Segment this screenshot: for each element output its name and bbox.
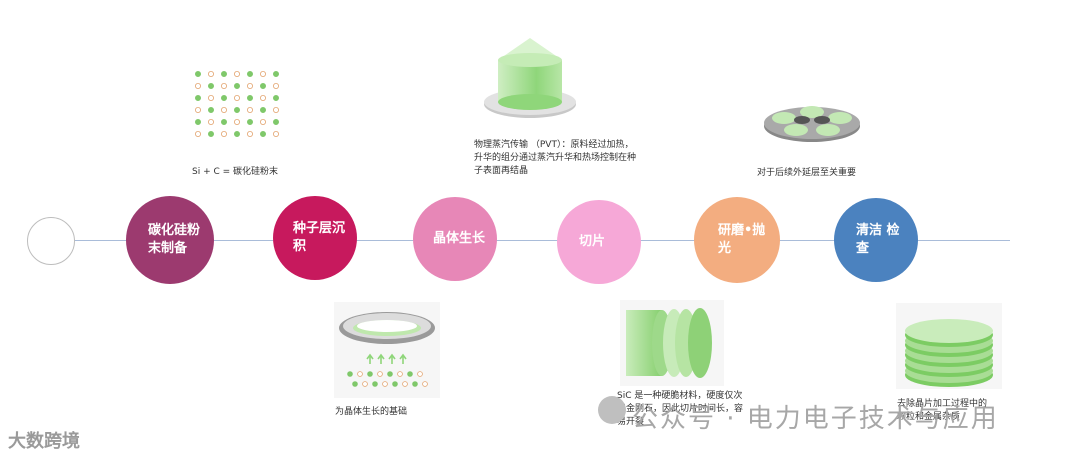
seed-layer-illustration bbox=[334, 302, 440, 398]
powder-dot bbox=[260, 119, 267, 126]
step-grinding-polishing: 研磨•抛光 bbox=[694, 197, 780, 283]
caption-powder: Si + C = 碳化硅粉末 bbox=[192, 167, 279, 177]
step-label: 碳化硅粉末制备 bbox=[148, 223, 201, 256]
growth-arrow-icon bbox=[377, 353, 385, 364]
seed-dot bbox=[387, 371, 393, 377]
step-seed-layer-deposition: 种子层沉积 bbox=[273, 196, 357, 280]
crystal-growth-illustration bbox=[484, 38, 576, 118]
powder-dot bbox=[247, 107, 254, 114]
powder-dot bbox=[260, 82, 267, 89]
seed-dot bbox=[397, 371, 403, 377]
step-label: 研磨•抛光 bbox=[718, 223, 766, 256]
powder-dot bbox=[195, 119, 201, 126]
seed-dot bbox=[372, 381, 378, 387]
seed-dot bbox=[412, 381, 418, 387]
powder-dot bbox=[247, 131, 254, 138]
powder-dot bbox=[247, 119, 254, 126]
powder-dot bbox=[273, 71, 280, 77]
seed-dot bbox=[352, 381, 358, 387]
powder-dot bbox=[207, 94, 214, 101]
powder-dot bbox=[273, 107, 280, 114]
powder-dot bbox=[234, 131, 241, 138]
seed-dot bbox=[392, 381, 398, 387]
powder-dot bbox=[207, 71, 214, 77]
powder-dot bbox=[234, 107, 241, 114]
powder-dot bbox=[220, 82, 227, 89]
powder-dot bbox=[234, 71, 241, 77]
powder-dot bbox=[247, 71, 254, 77]
powder-dot bbox=[207, 82, 214, 89]
step-crystal-growth: 晶体生长 bbox=[413, 197, 497, 281]
powder-dot bbox=[273, 131, 280, 138]
powder-dot bbox=[234, 119, 241, 126]
polish-wafers-illustration bbox=[764, 106, 860, 142]
powder-dot bbox=[260, 131, 267, 138]
powder-dot bbox=[247, 94, 254, 101]
watermark-right: 公众号 · 电力电子技术与应用 bbox=[632, 404, 999, 434]
seed-dot bbox=[367, 371, 373, 377]
seed-dot bbox=[347, 371, 353, 377]
powder-dot bbox=[260, 71, 267, 77]
step-powder-preparation: 碳化硅粉末制备 bbox=[126, 196, 214, 284]
powder-dot bbox=[260, 94, 267, 101]
powder-dot bbox=[247, 82, 254, 89]
powder-dot bbox=[234, 82, 241, 89]
powder-dots-illustration bbox=[195, 71, 280, 138]
sliced-crystal-illustration bbox=[620, 300, 724, 386]
powder-dot bbox=[220, 94, 227, 101]
step-label: 种子层沉积 bbox=[293, 221, 346, 254]
timeline-start-circle bbox=[27, 217, 75, 265]
powder-dot bbox=[220, 107, 227, 114]
powder-dot bbox=[207, 119, 214, 126]
powder-dot bbox=[273, 82, 280, 89]
seed-dot bbox=[382, 381, 388, 387]
powder-dot bbox=[273, 119, 280, 126]
seed-dot bbox=[377, 371, 383, 377]
powder-dot bbox=[220, 119, 227, 126]
step-slicing: 切片 bbox=[557, 200, 641, 284]
caption-polish: 对于后续外延层至关重要 bbox=[757, 168, 857, 178]
caption-slice: SiC 是一种硬脆材料，硬度仅次于金刚石，因此切片时间长，容易开裂 bbox=[617, 391, 744, 427]
watermark-left: 大数跨境 bbox=[8, 431, 80, 452]
seed-dot bbox=[407, 371, 413, 377]
seed-dot bbox=[402, 381, 408, 387]
stacked-wafers-illustration bbox=[896, 303, 1002, 389]
wafer-layer-top bbox=[905, 319, 993, 343]
powder-dot bbox=[207, 107, 214, 114]
seed-dot bbox=[422, 381, 428, 387]
step-cleaning-inspection: 清洁 检查 bbox=[834, 198, 918, 282]
powder-dot bbox=[195, 94, 201, 101]
seed-dot bbox=[417, 371, 423, 377]
powder-dot bbox=[195, 107, 201, 114]
caption-pvt: 物理蒸汽传输 （PVT）：原料经过加热，升华的组分通过蒸汽升华和热场控制在种子表… bbox=[474, 140, 637, 176]
step-label: 清洁 检查 bbox=[856, 223, 900, 256]
step-label: 晶体生长 bbox=[433, 231, 486, 246]
growth-arrow-icon bbox=[399, 353, 407, 364]
wechat-logo-icon bbox=[598, 396, 626, 424]
step-label: 切片 bbox=[579, 234, 606, 249]
growth-arrow-icon bbox=[388, 353, 396, 364]
process-timeline-line bbox=[50, 240, 1010, 241]
powder-dot bbox=[195, 131, 201, 138]
caption-clean: 去除晶片加工过程中的颗粒和金属杂质 bbox=[897, 399, 988, 422]
powder-dot bbox=[195, 82, 201, 89]
seed-dot bbox=[362, 381, 368, 387]
powder-dot bbox=[207, 131, 214, 138]
caption-seed: 为晶体生长的基础 bbox=[335, 407, 408, 417]
powder-dot bbox=[234, 94, 241, 101]
seed-dot bbox=[357, 371, 363, 377]
powder-dot bbox=[260, 107, 267, 114]
powder-dot bbox=[273, 94, 280, 101]
growth-arrow-icon bbox=[366, 353, 374, 364]
powder-dot bbox=[220, 131, 227, 138]
powder-dot bbox=[220, 71, 227, 77]
powder-dot bbox=[195, 71, 201, 77]
